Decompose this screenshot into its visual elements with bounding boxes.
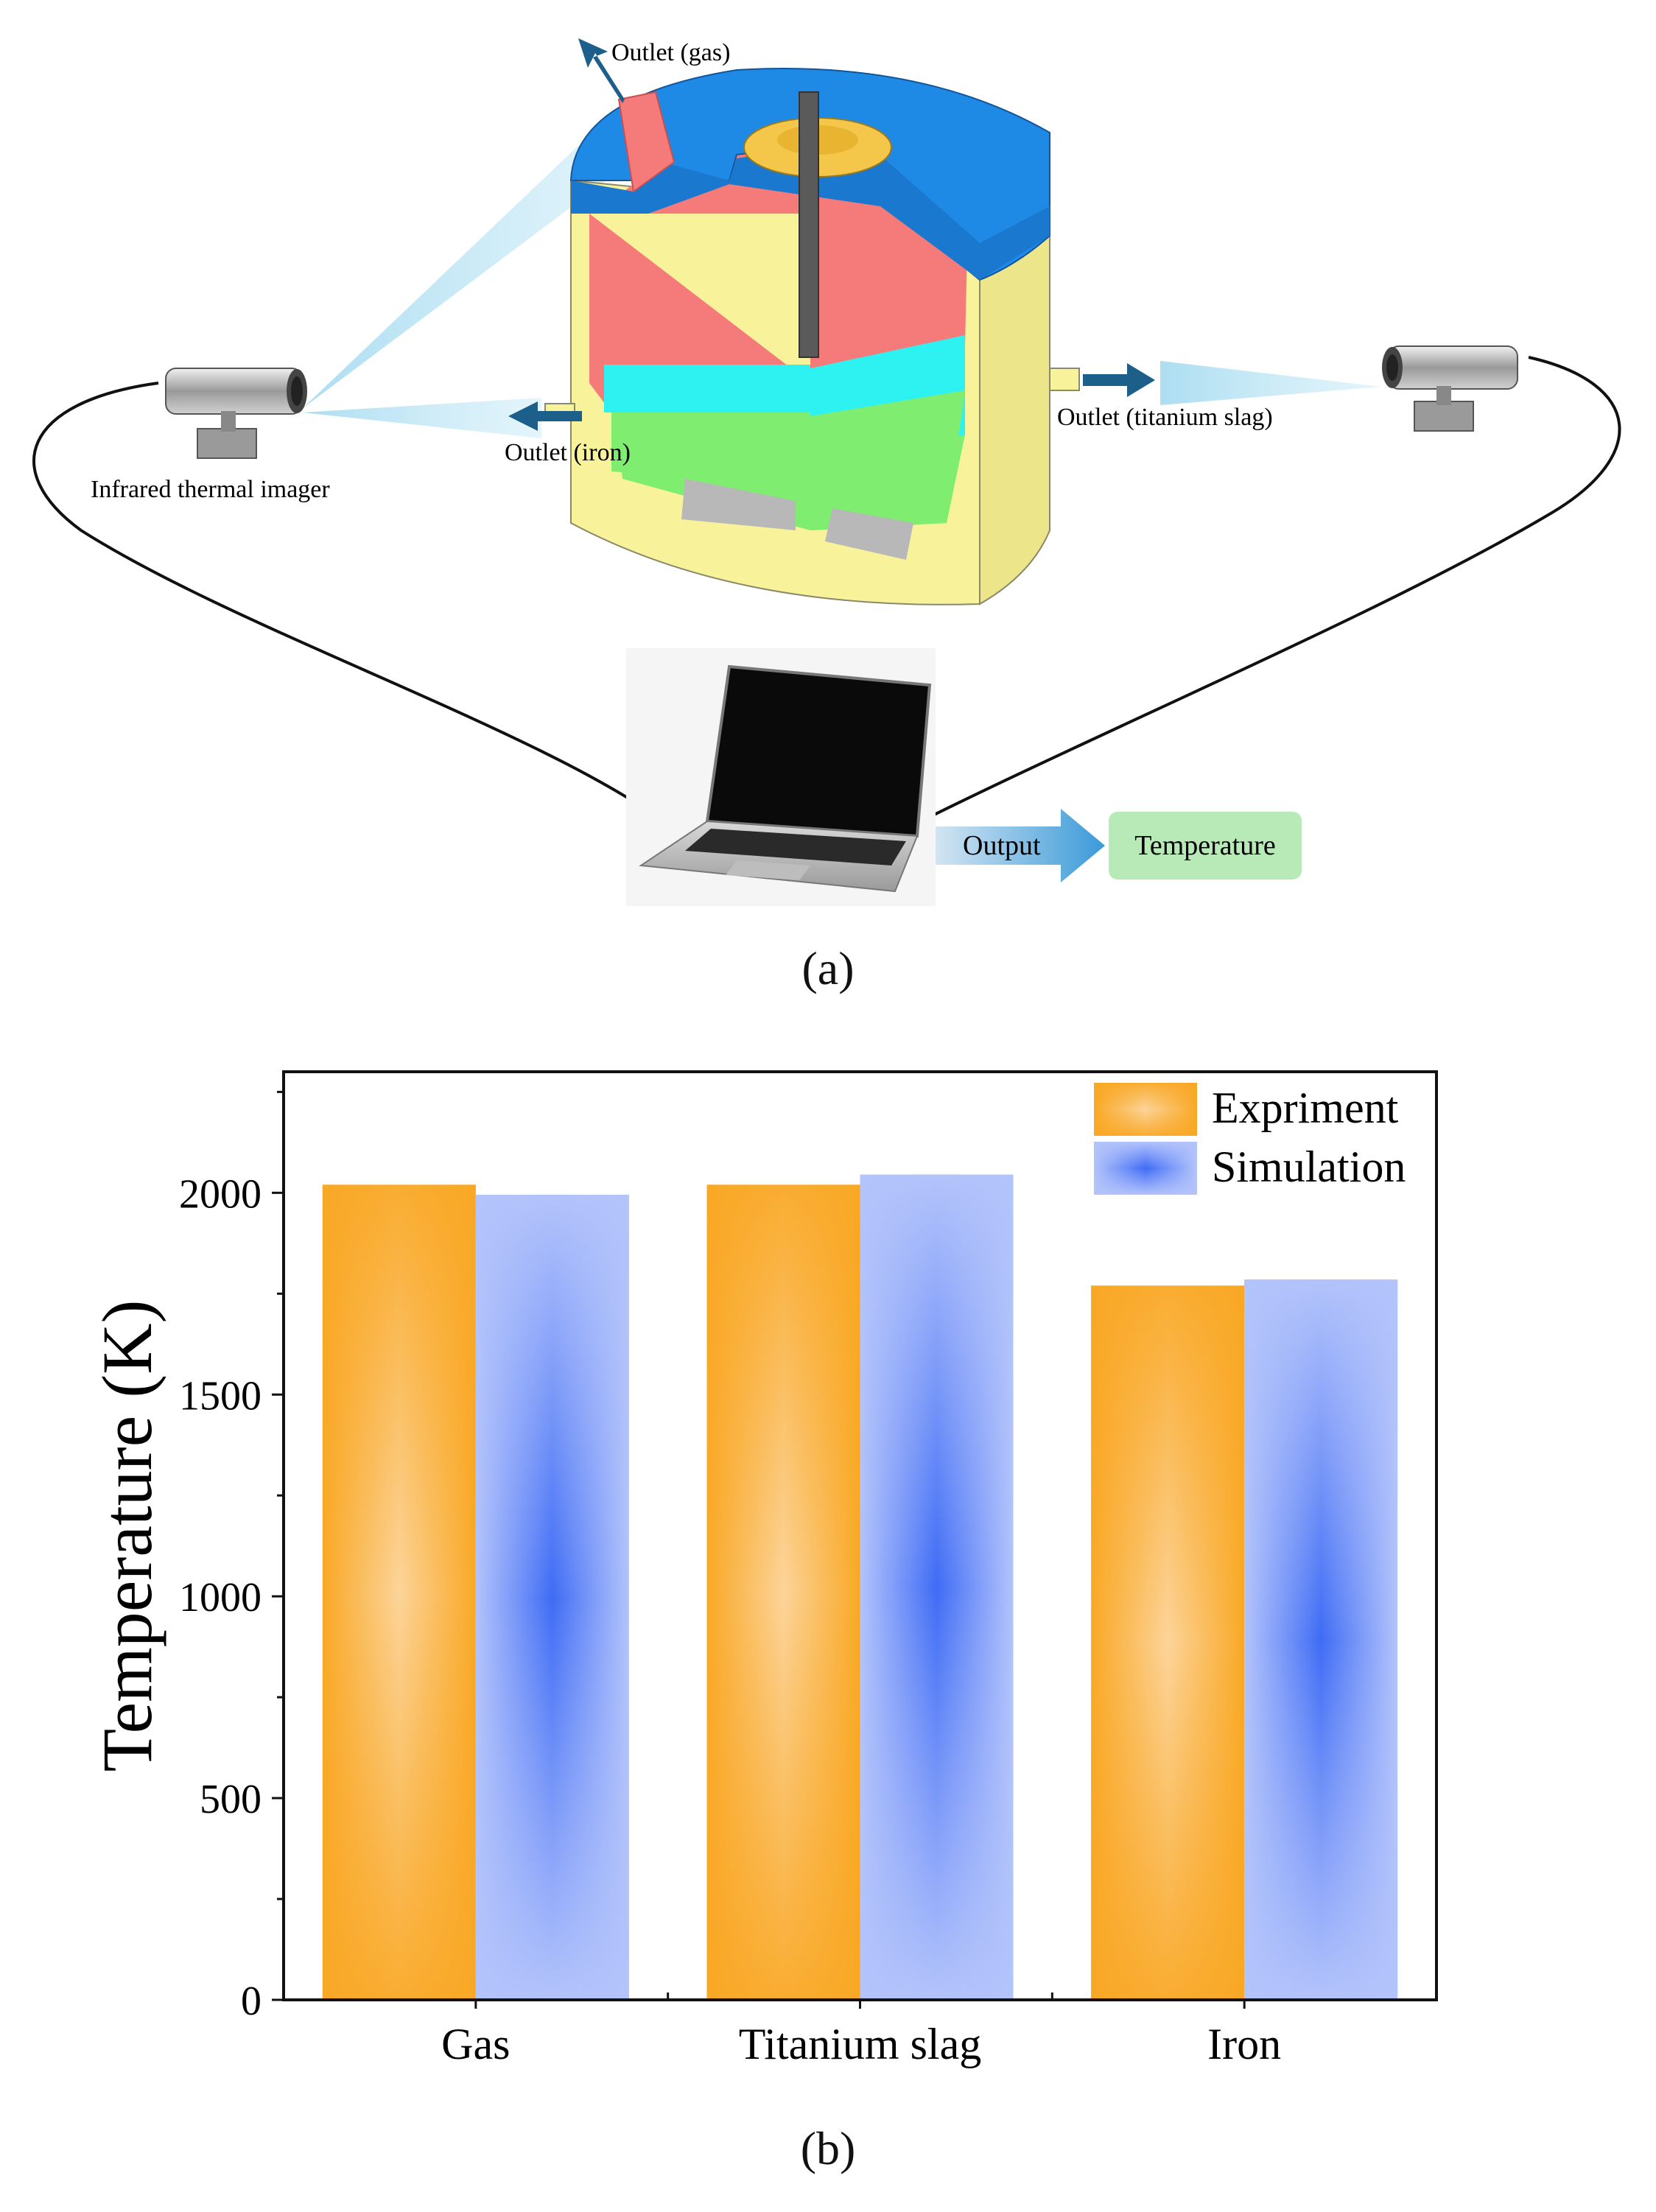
legend-swatch-shade-experiment [1094, 1083, 1197, 1136]
y-axis-label: Temperature (K) [88, 1300, 166, 1772]
temperature-label: Temperature [1134, 830, 1275, 861]
y-tick-label: 1500 [179, 1373, 262, 1419]
plot-frame [282, 1070, 1438, 2001]
iron-outlet-arrow [508, 401, 582, 431]
schematic-diagram: Outlet (gas) Outlet (iron) Outlet (titan… [32, 38, 1621, 906]
bar-shade-simulation-2 [1244, 1279, 1398, 2000]
panel-a-label: (a) [801, 942, 855, 994]
bar-shade-experiment-1 [706, 1184, 860, 2000]
bar-shade-experiment-2 [1091, 1285, 1245, 2000]
infrared-camera-left-icon [165, 368, 307, 459]
left-cable [32, 382, 679, 834]
legend-label-simulation: Simulation [1212, 1142, 1406, 1191]
x-tick-label: Gas [441, 2020, 510, 2068]
legend-swatch-shade-simulation [1094, 1142, 1197, 1195]
infrared-camera-right-icon [1382, 345, 1518, 432]
slag-outlet-arrow [1083, 363, 1155, 397]
bar-chart: Gas Titanium slag Iron 0 500 1000 1500 2000Temp… [88, 1070, 1438, 2068]
outlet-slag-label: Outlet (titanium slag) [1057, 404, 1273, 431]
output-label: Output [963, 830, 1041, 861]
bar-shade-experiment-0 [322, 1184, 476, 2000]
laptop-icon [626, 648, 936, 906]
x-tick-label: Titanium slag [739, 2020, 982, 2068]
panel-b-label: (b) [800, 2122, 856, 2174]
right-cable [913, 356, 1621, 826]
y-tick-label: 2000 [179, 1171, 262, 1217]
legend-label-experiment: Expriment [1212, 1084, 1399, 1132]
imager-label: Infrared thermal imager [91, 476, 330, 503]
gas-outlet-arrow [578, 38, 625, 103]
y-tick-label: 0 [241, 1978, 262, 2024]
beam-to-iron [302, 398, 541, 438]
y-tick-label: 1000 [179, 1575, 262, 1621]
outlet-iron-label: Outlet (iron) [505, 439, 631, 466]
x-tick-label: Iron [1207, 2020, 1281, 2068]
output-arrow [936, 809, 1105, 882]
y-tick-label: 500 [200, 1777, 262, 1822]
beam-to-gas [302, 110, 641, 409]
outlet-gas-label: Outlet (gas) [611, 39, 730, 66]
furnace-illustration [544, 68, 1080, 605]
bar-shade-simulation-0 [475, 1195, 629, 2000]
beam-to-slag [1160, 361, 1381, 405]
temperature-box [1109, 812, 1302, 879]
bar-shade-simulation-1 [860, 1174, 1014, 2000]
